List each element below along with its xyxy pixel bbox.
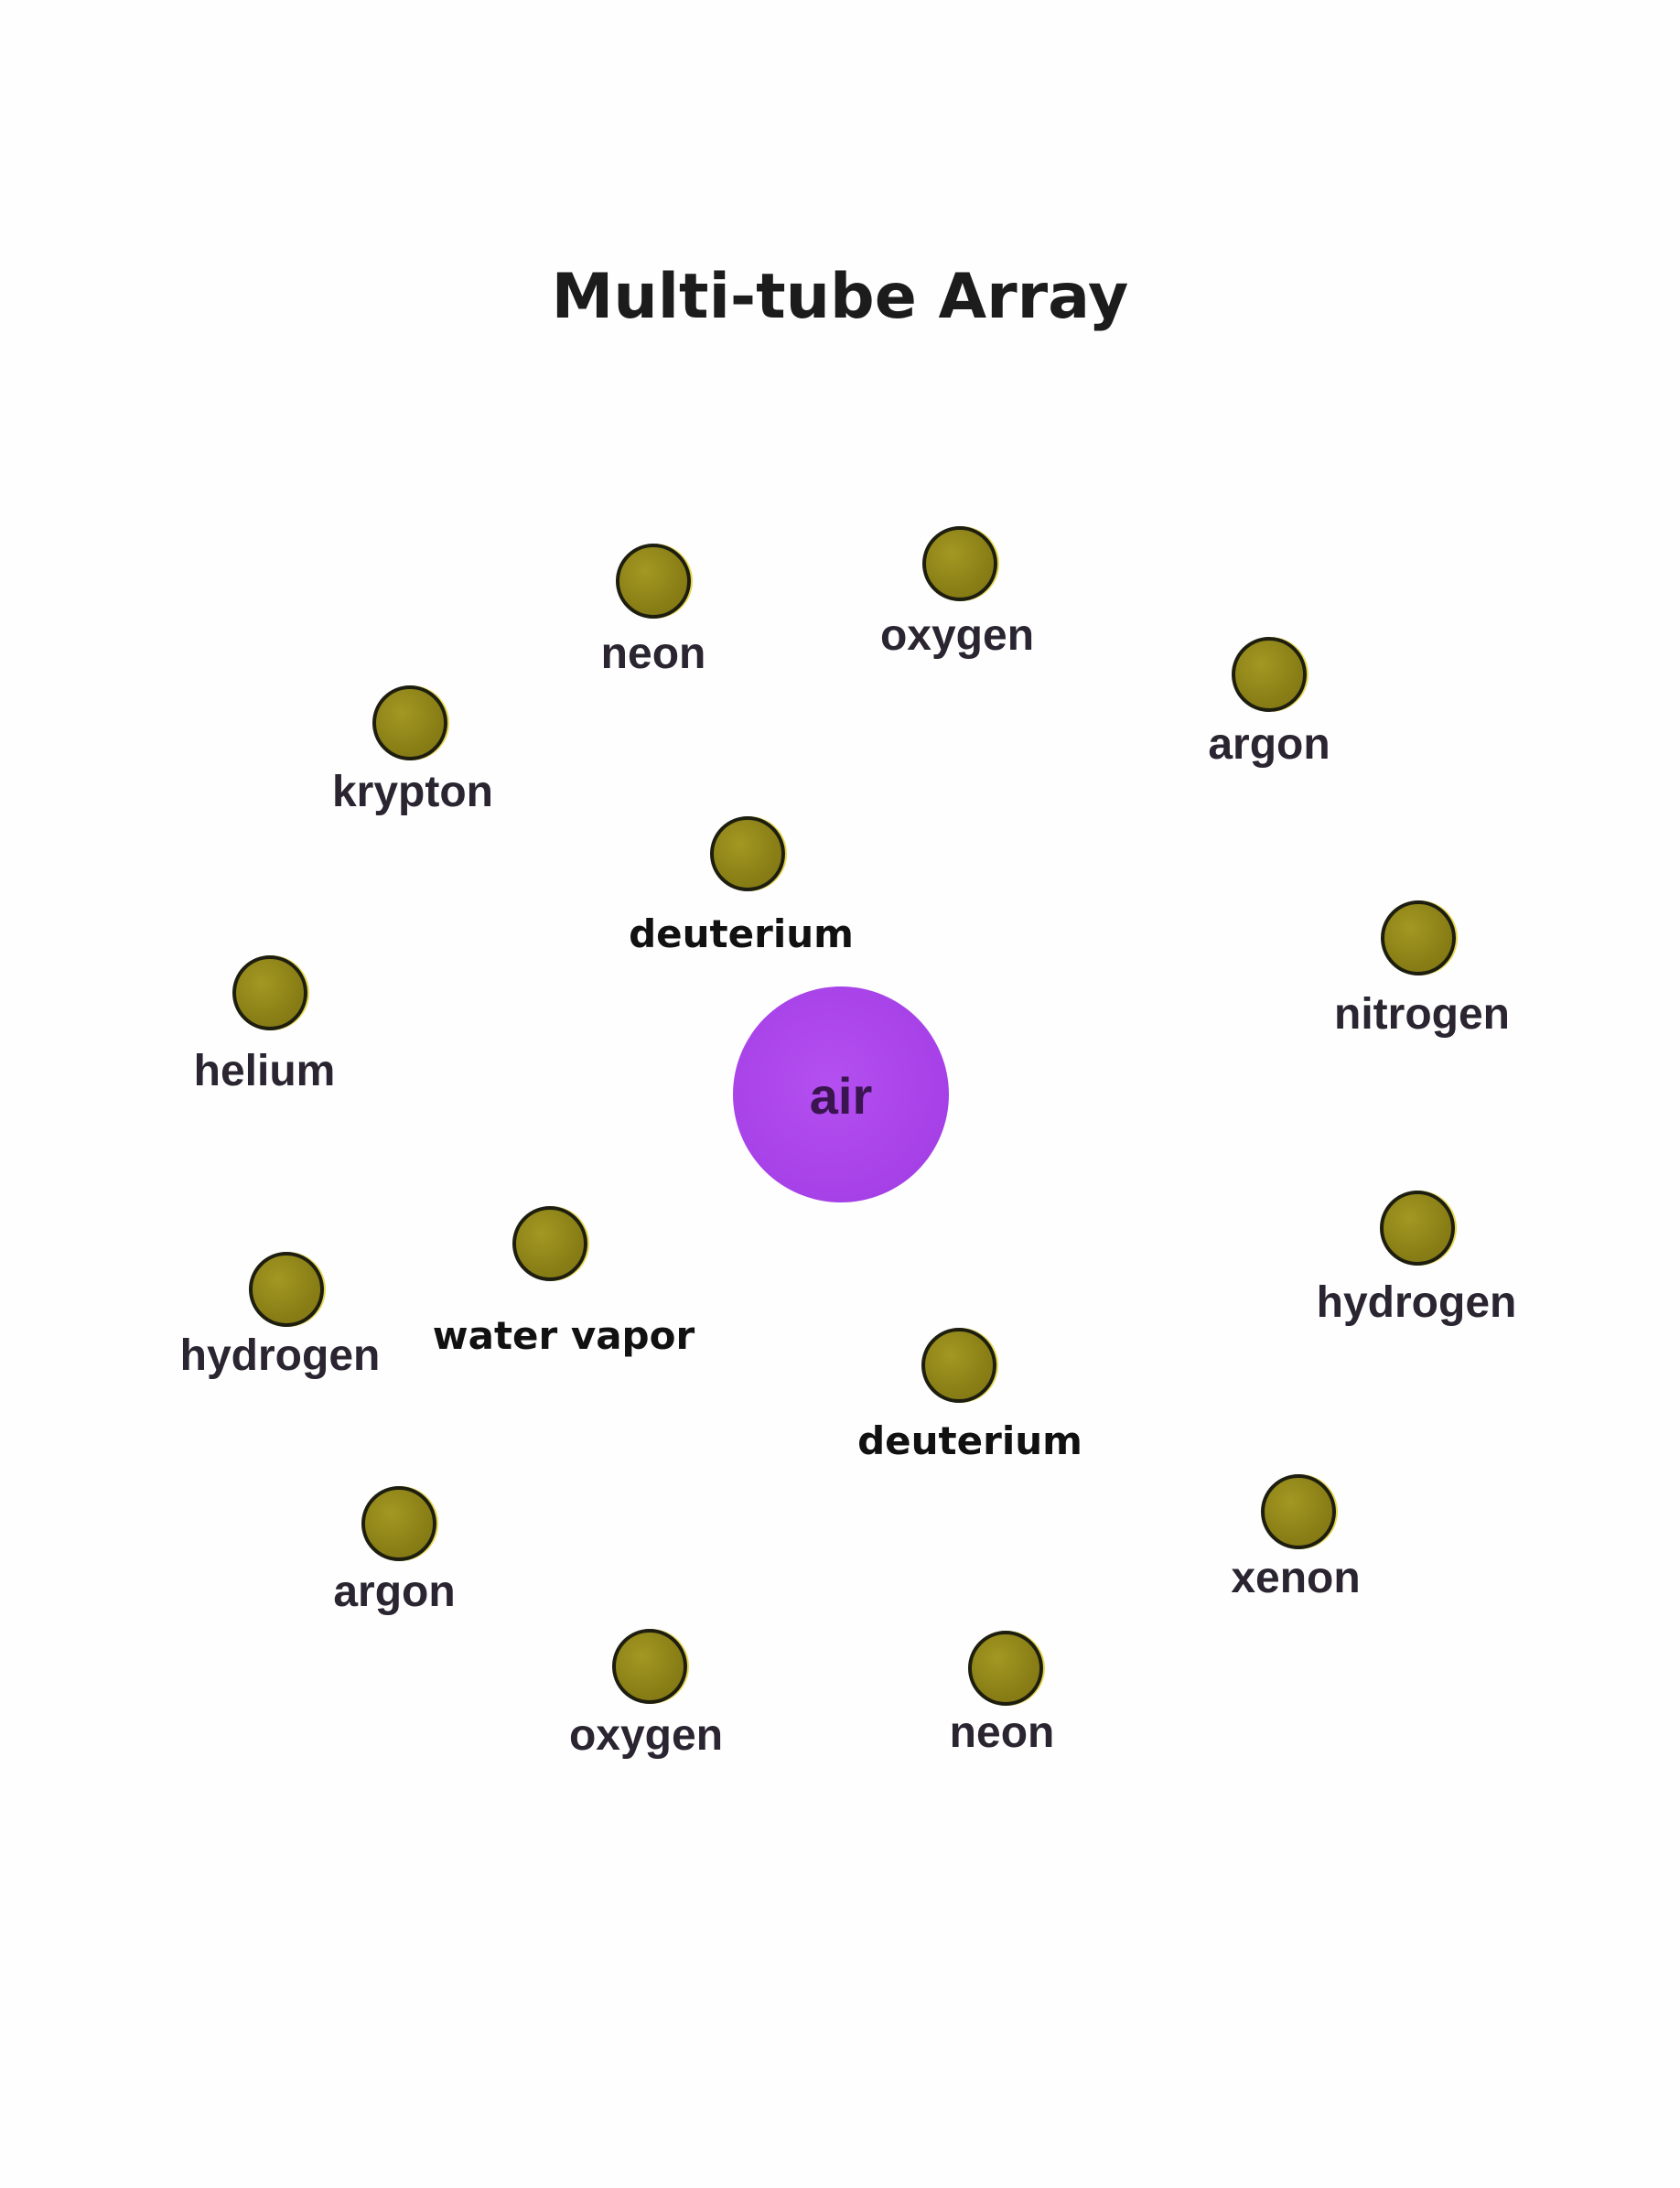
tube-label-argon-top: argon [1208,720,1330,769]
tube-label-oxygen-bottom: oxygen [568,1711,724,1760]
tube-deuterium-bottom [921,1328,996,1403]
center-tube-label: air [809,1067,873,1125]
tube-hydrogen-right [1380,1191,1455,1266]
tube-argon-bottom [361,1486,436,1561]
tube-label-nitrogen: nitrogen [1334,990,1510,1039]
tube-argon-top [1232,637,1307,712]
center-tube-air [733,986,949,1202]
tube-neon-top [616,544,691,619]
tube-label-deuterium-bottom: deuterium [857,1418,1082,1463]
tube-label-deuterium-top: deuterium [629,911,854,956]
diagram-title: Multi-tube Array [551,261,1129,333]
tube-label-hydrogen-right: hydrogen [1316,1278,1517,1327]
tube-xenon [1261,1474,1336,1549]
tube-deuterium-top [710,816,785,891]
tube-label-neon-bottom: neon [949,1708,1055,1757]
tube-label-oxygen-top: oxygen [879,611,1035,660]
tube-helium [232,955,307,1030]
tube-label-neon-top: neon [600,630,706,678]
tube-oxygen-top [922,526,997,601]
tube-label-helium: helium [193,1047,336,1095]
tube-label-argon-bottom: argon [333,1568,456,1616]
tube-label-xenon: xenon [1231,1554,1361,1602]
tube-krypton [372,685,447,760]
tube-hydrogen-left [249,1252,324,1327]
tube-label-krypton: krypton [331,768,493,816]
tube-neon-bottom [968,1631,1043,1706]
tube-water-vapor [512,1206,587,1281]
tube-label-hydrogen-left: hydrogen [179,1331,381,1380]
tube-label-water-vapor: water vapor [432,1313,695,1358]
tube-oxygen-bottom [612,1629,687,1704]
tube-nitrogen [1381,900,1456,975]
